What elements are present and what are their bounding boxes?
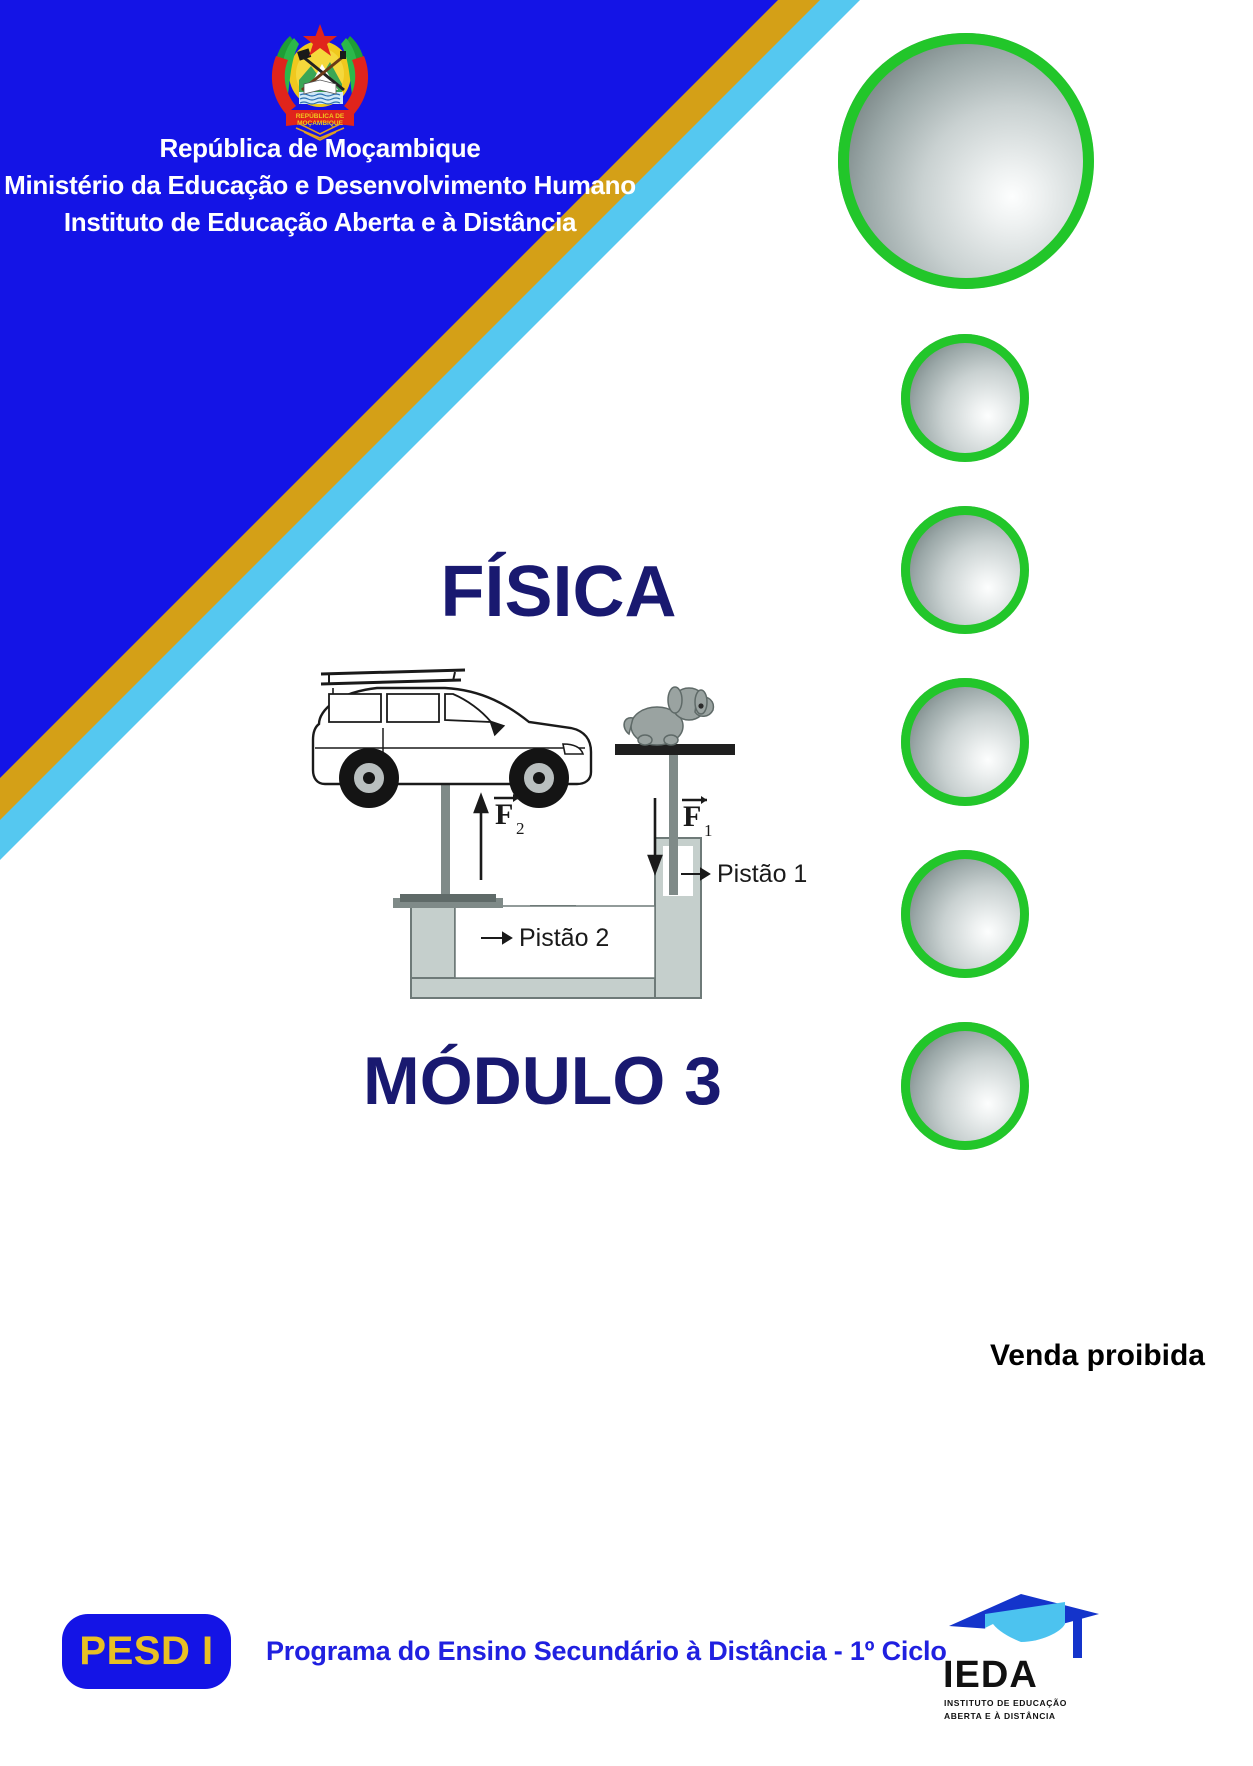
decorative-sphere-2	[901, 334, 1029, 462]
ieda-subtitle-line2: ABERTA E À DISTÂNCIA	[944, 1711, 1056, 1721]
footer-tagline: Programa do Ensino Secundário à Distânci…	[266, 1636, 947, 1666]
mozambique-coat-of-arms-icon: REPÚBLICA DE MOÇAMBIQUE	[271, 24, 369, 141]
sphere-ring-6	[901, 1022, 1029, 1150]
ieda-wordmark: IEDA	[943, 1654, 1038, 1696]
graduation-cap-icon	[949, 1594, 1099, 1658]
header-line-country: República de Moçambique	[159, 133, 481, 163]
header-institution-block: República de Moçambique Ministério da Ed…	[0, 130, 640, 241]
sale-prohibited-notice: Venda proibida	[989, 1339, 1205, 1372]
sphere-ring-3	[901, 506, 1029, 634]
sphere-ring-5	[901, 850, 1029, 978]
emblem-ribbon-text: REPÚBLICA DE	[296, 111, 345, 120]
ieda-logo: IEDA INSTITUTO DE EDUCAÇÃO ABERTA E À DI…	[925, 1592, 1110, 1727]
decorative-sphere-1	[838, 33, 1094, 289]
center-cavity	[454, 905, 656, 979]
cap-body-notch	[985, 1624, 1021, 1643]
piston-2-head	[400, 894, 496, 902]
header-line-ministry: Ministério da Educação e Desenvolvimento…	[4, 169, 636, 200]
piston-1-rod	[669, 755, 678, 895]
piston-2-callout	[481, 931, 513, 945]
module-title: MÓDULO 3	[363, 1043, 722, 1119]
force-arrow-f1	[647, 798, 663, 876]
force-label-f1: F	[683, 800, 701, 833]
piston-1-label: Pistão 1	[717, 860, 807, 888]
sphere-ring-4	[901, 678, 1029, 806]
decorative-sphere-5	[901, 850, 1029, 978]
force-arrow-f2	[473, 792, 489, 880]
piston-2-label: Pistão 2	[519, 924, 609, 952]
hydraulic-press-diagram: F 2 F 1 Pistão 1 Pistão 2	[311, 668, 807, 999]
piston-2-plate	[393, 898, 503, 908]
pesd-badge-label: PESD I	[79, 1629, 214, 1673]
cap-body-light	[985, 1602, 1065, 1642]
sphere-ring-2	[901, 334, 1029, 462]
piston-2-rod	[441, 766, 450, 900]
decorative-sphere-6	[901, 1022, 1029, 1150]
dog-illustration	[623, 686, 715, 746]
decorative-sphere-4	[901, 678, 1029, 806]
ieda-subtitle-line1: INSTITUTO DE EDUCAÇÃO	[944, 1698, 1067, 1708]
cap-tassel	[1073, 1614, 1082, 1658]
force-vector-tip-f1	[701, 796, 707, 804]
force-sub-f1: 1	[704, 821, 713, 840]
sphere-ring-1	[838, 33, 1094, 289]
force-label-f2: F	[495, 798, 513, 831]
force-sub-f2: 2	[516, 819, 525, 838]
piston-1-plate	[615, 744, 735, 755]
header-line-institute: Instituto de Educação Aberta e à Distânc…	[63, 206, 577, 237]
subject-title: FÍSICA	[440, 552, 677, 632]
decorative-sphere-3	[901, 506, 1029, 634]
pesd-badge: PESD I	[62, 1614, 231, 1689]
piston-1-callout	[681, 867, 711, 881]
